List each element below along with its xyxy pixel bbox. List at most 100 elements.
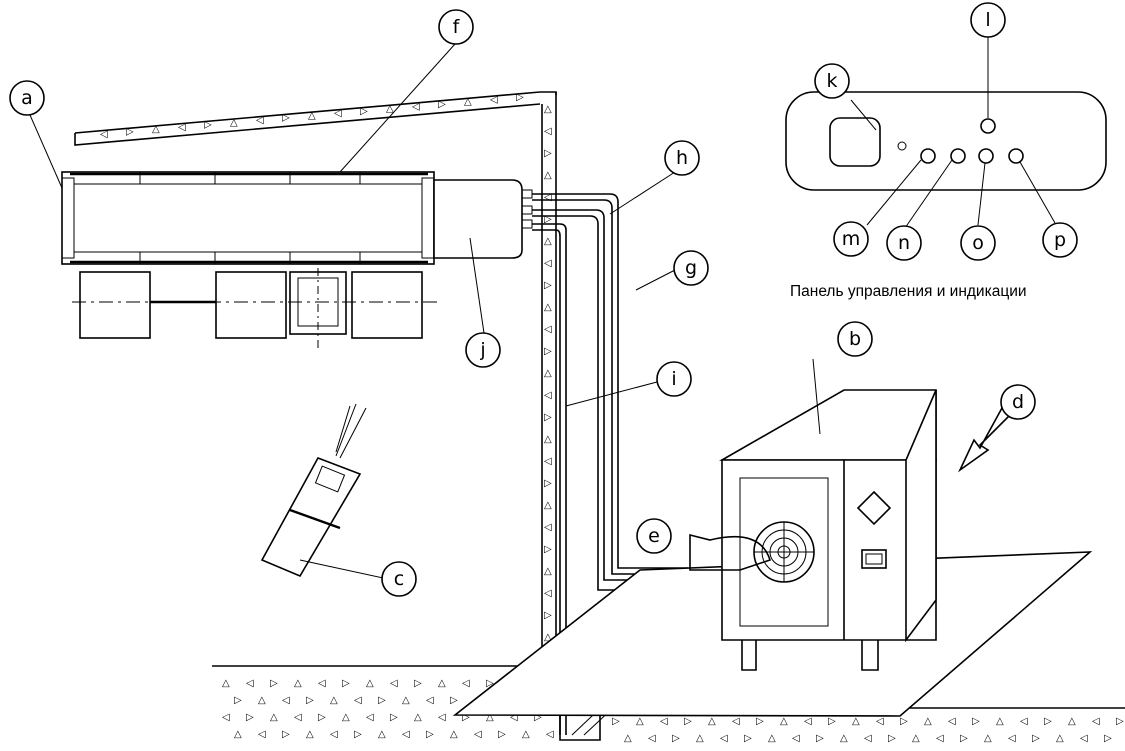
- concrete-hatch-mark: △: [544, 170, 552, 181]
- concrete-hatch-mark: ▷: [544, 346, 552, 357]
- concrete-hatch-mark: △: [708, 716, 716, 727]
- concrete-hatch-mark: △: [768, 733, 776, 744]
- concrete-hatch-mark: △: [1056, 733, 1064, 744]
- indoor-unit: [61, 171, 533, 348]
- callout-n: n: [886, 225, 922, 261]
- concrete-hatch-mark: ◁: [294, 712, 302, 723]
- concrete-hatch-mark: ◁: [546, 729, 554, 740]
- callout-d-label: d: [1012, 391, 1024, 413]
- callout-d: d: [1000, 384, 1036, 420]
- concrete-hatch-mark: ▷: [544, 148, 552, 159]
- concrete-hatch-mark: ▷: [544, 412, 552, 423]
- concrete-hatch-mark: ◁: [792, 733, 800, 744]
- concrete-hatch-mark: ▷: [544, 478, 552, 489]
- concrete-hatch-mark: ▷: [888, 733, 896, 744]
- concrete-hatch-mark: ▷: [378, 695, 386, 706]
- concrete-hatch-mark: ▷: [390, 712, 398, 723]
- concrete-hatch-mark: ▷: [486, 678, 494, 689]
- concrete-hatch-mark: ▷: [516, 92, 524, 103]
- callout-i: i: [656, 361, 692, 397]
- concrete-hatch-mark: ▷: [544, 544, 552, 555]
- callout-f-label: f: [453, 16, 461, 38]
- callout-c: c: [381, 561, 417, 597]
- concrete-hatch-mark: △: [996, 716, 1004, 727]
- leader-lines: [29, 36, 1056, 579]
- control-panel: [785, 91, 1107, 191]
- concrete-hatch-mark: ▷: [234, 695, 242, 706]
- concrete-hatch-mark: ▷: [544, 214, 552, 225]
- concrete-hatch-mark: ◁: [936, 733, 944, 744]
- concrete-hatch-mark: ▷: [246, 712, 254, 723]
- concrete-hatch-mark: ▷: [282, 729, 290, 740]
- refrigerant-pipes: [532, 193, 719, 736]
- callout-h-label: h: [676, 147, 688, 169]
- concrete-hatch-mark: ◁: [222, 712, 230, 723]
- concrete-hatch-mark: △: [308, 110, 316, 121]
- concrete-hatch-mark: ◁: [474, 729, 482, 740]
- concrete-hatch-mark: △: [464, 97, 472, 108]
- wall-hatch: △◁▷△◁▷△◁▷△◁▷△◁▷△◁▷△◁▷△◁▷△◁▷△◁▷△◁▷△◁▷△◁▷△…: [100, 92, 552, 643]
- concrete-hatch-mark: ▷: [534, 712, 542, 723]
- concrete-hatch-mark: △: [636, 716, 644, 727]
- concrete-hatch-mark: ▷: [438, 99, 446, 110]
- concrete-hatch-mark: △: [544, 302, 552, 313]
- concrete-hatch-mark: △: [544, 500, 552, 511]
- concrete-hatch-mark: △: [924, 716, 932, 727]
- concrete-hatch-mark: ◁: [948, 716, 956, 727]
- concrete-hatch-mark: △: [852, 716, 860, 727]
- concrete-hatch-mark: ◁: [660, 716, 668, 727]
- concrete-hatch-mark: △: [234, 729, 242, 740]
- concrete-hatch-mark: ▷: [354, 729, 362, 740]
- concrete-hatch-mark: ◁: [864, 733, 872, 744]
- concrete-hatch-mark: ▷: [544, 610, 552, 621]
- concrete-hatch-mark: ▷: [1116, 716, 1124, 727]
- concrete-hatch-mark: △: [486, 712, 494, 723]
- concrete-hatch-mark: ▷: [342, 678, 350, 689]
- callout-n-label: n: [898, 232, 910, 254]
- concrete-hatch-mark: △: [544, 434, 552, 445]
- concrete-hatch-mark: ◁: [402, 729, 410, 740]
- concrete-hatch-mark: △: [342, 712, 350, 723]
- concrete-hatch-mark: ▷: [544, 280, 552, 291]
- concrete-hatch-mark: ▷: [1032, 733, 1040, 744]
- concrete-hatch-mark: ◁: [544, 324, 552, 335]
- concrete-hatch-mark: ◁: [732, 716, 740, 727]
- concrete-hatch-mark: ◁: [178, 122, 186, 133]
- callout-k-label: k: [826, 70, 837, 92]
- outdoor-unit: [452, 389, 1093, 717]
- concrete-hatch-mark: ◁: [462, 678, 470, 689]
- concrete-hatch-mark: ▷: [672, 733, 680, 744]
- concrete-hatch-mark: △: [378, 729, 386, 740]
- concrete-hatch-mark: ▷: [960, 733, 968, 744]
- callout-h: h: [664, 140, 700, 176]
- callout-p-label: p: [1054, 229, 1066, 251]
- concrete-hatch-mark: ◁: [366, 712, 374, 723]
- concrete-hatch-mark: ◁: [354, 695, 362, 706]
- concrete-hatch-mark: ▷: [1104, 733, 1112, 744]
- callout-a-label: a: [21, 87, 33, 109]
- concrete-hatch-mark: ◁: [804, 716, 812, 727]
- concrete-hatch-mark: ▷: [828, 716, 836, 727]
- concrete-hatch-mark: △: [306, 729, 314, 740]
- concrete-hatch-mark: △: [402, 695, 410, 706]
- concrete-hatch-mark: ◁: [544, 390, 552, 401]
- concrete-hatch-mark: ▷: [684, 716, 692, 727]
- concrete-hatch-mark: ▷: [282, 113, 290, 124]
- concrete-hatch-mark: △: [544, 368, 552, 379]
- concrete-hatch-mark: ▷: [318, 712, 326, 723]
- concrete-hatch-mark: ◁: [100, 129, 108, 140]
- concrete-hatch-mark: ◁: [544, 126, 552, 137]
- concrete-hatch-mark: ◁: [438, 712, 446, 723]
- concrete-hatch-mark: △: [330, 695, 338, 706]
- concrete-hatch-mark: ▷: [756, 716, 764, 727]
- concrete-hatch-mark: ▷: [1044, 716, 1052, 727]
- concrete-hatch-mark: ▷: [126, 127, 134, 138]
- concrete-hatch-mark: △: [230, 117, 238, 128]
- concrete-hatch-mark: ◁: [330, 729, 338, 740]
- concrete-hatch-mark: ◁: [334, 108, 342, 119]
- concrete-hatch-mark: △: [840, 733, 848, 744]
- concrete-hatch-mark: ◁: [1008, 733, 1016, 744]
- callout-l: l: [970, 2, 1006, 38]
- wall-and-roof: △◁▷△◁▷△◁▷△◁▷△◁▷△◁▷△◁▷△◁▷△◁▷△◁▷△◁▷△◁▷△◁▷△…: [74, 91, 557, 668]
